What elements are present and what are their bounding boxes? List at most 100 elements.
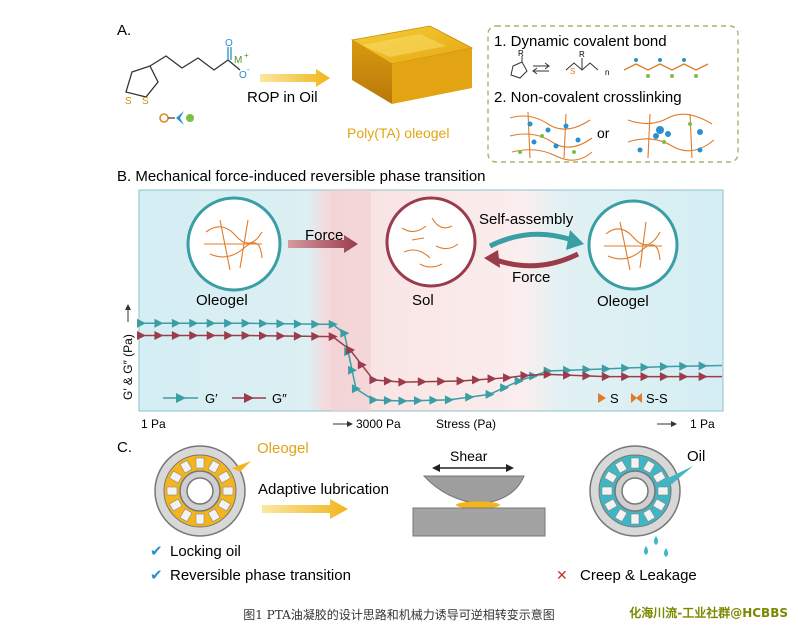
series-1-marker xyxy=(659,362,669,372)
dynamic-bond-sketch-icon xyxy=(510,56,599,79)
cross-icon: ✕ xyxy=(556,567,568,583)
sulfur-atom-1: S xyxy=(125,96,132,107)
mechanism-item-2: 2. Non-covalent crosslinking xyxy=(494,89,682,106)
series-1-marker xyxy=(189,318,199,328)
x-axis-label: Stress (Pa) xyxy=(436,417,496,431)
oleogel-right-circle xyxy=(587,199,679,291)
series-1-marker xyxy=(514,376,524,386)
legend-g2: G″ xyxy=(272,391,287,406)
legend-g1: G′ xyxy=(205,391,218,406)
legend-s: S xyxy=(610,391,619,406)
series-2-marker xyxy=(456,376,466,386)
state-mid-label: Sol xyxy=(412,292,434,309)
series-1-marker xyxy=(398,396,408,406)
bearing-roller xyxy=(169,498,183,512)
r-group-2: R xyxy=(579,50,585,59)
force-top-label: Force xyxy=(305,227,343,244)
series-1-marker xyxy=(640,362,650,372)
series-1-marker xyxy=(383,395,393,405)
rop-arrow-icon xyxy=(260,69,330,87)
shear-ball-icon xyxy=(422,475,525,505)
legend-ss: S-S xyxy=(646,391,668,406)
rheology-plot xyxy=(137,318,723,406)
stress-zone xyxy=(331,190,371,411)
state-right-label: Oleogel xyxy=(597,293,649,310)
panel-a-label: A. xyxy=(117,22,131,39)
self-assembly-label: Self-assembly xyxy=(479,211,574,228)
series-1-marker xyxy=(348,365,358,375)
series-2-marker xyxy=(417,377,427,387)
gel-film-icon xyxy=(456,501,500,509)
bearing-roller xyxy=(195,457,205,469)
series-1-marker xyxy=(351,384,361,394)
series-1-marker xyxy=(698,361,708,371)
shear-label: Shear xyxy=(450,448,488,464)
bearing-roller xyxy=(604,498,618,512)
series-2-marker xyxy=(398,377,408,387)
series-2-marker xyxy=(659,372,669,382)
series-2-marker xyxy=(171,331,181,341)
series-2-marker xyxy=(293,331,303,341)
bearing-roller xyxy=(630,457,640,469)
figure-caption: 图1 PTA油凝胶的设计思路和机械力诱导可逆相转变示意图 xyxy=(243,608,555,622)
bearing-roller xyxy=(179,508,193,522)
bearing-roller xyxy=(222,486,234,496)
thioctate-molecule xyxy=(125,47,241,98)
series-2-marker xyxy=(259,331,269,341)
series-2-marker xyxy=(241,331,251,341)
crosslink-network-2-icon xyxy=(627,113,715,159)
series-2-marker xyxy=(640,372,650,382)
shear-arrowhead-left-icon xyxy=(432,464,440,472)
bearing-roller xyxy=(601,486,613,496)
series-2-marker xyxy=(383,376,393,386)
series-2-marker xyxy=(137,331,146,341)
bearing-roller xyxy=(207,508,221,522)
cation-charge: + xyxy=(244,51,249,60)
force-return-arrow-icon xyxy=(495,251,580,269)
bearing-roller xyxy=(642,508,656,522)
series-1-marker xyxy=(259,319,269,329)
metal-cation: M xyxy=(234,55,242,66)
bearing-roller xyxy=(207,460,221,474)
self-assembly-arrowhead-icon xyxy=(566,230,584,250)
series-2-marker xyxy=(357,360,367,370)
oleogel-block-icon xyxy=(350,25,474,104)
bearing-roller xyxy=(166,486,178,496)
x-arrowhead-1-icon xyxy=(347,421,353,427)
series-1-marker xyxy=(369,395,379,405)
oleogel-pointer-icon xyxy=(232,461,251,472)
polymer-chain-icon xyxy=(623,58,709,78)
series-2-marker xyxy=(503,373,513,383)
force-bottom-label: Force xyxy=(512,269,550,286)
series-2-marker xyxy=(224,331,234,341)
rop-label: ROP in Oil xyxy=(247,89,318,106)
oleogel-bearing-icon xyxy=(154,445,246,537)
series-2-marker xyxy=(154,331,164,341)
crosslink-network-1-icon xyxy=(509,111,593,161)
bearing-roller xyxy=(657,486,669,496)
series-2-marker xyxy=(563,370,573,380)
x-tick-2: 3000 Pa xyxy=(356,417,401,431)
force-return-arrowhead-icon xyxy=(484,250,500,268)
oil-label: Oil xyxy=(687,448,705,465)
y-axis-arrowhead-icon xyxy=(125,304,131,310)
oxygen-atom: O xyxy=(225,38,233,49)
series-1-marker xyxy=(328,319,338,329)
series-1-marker xyxy=(241,318,251,328)
crosslink-nodes-2-icon xyxy=(637,122,703,153)
series-1-marker xyxy=(137,318,146,328)
series-1-marker xyxy=(485,389,495,399)
crosslink-nodes-1-icon xyxy=(518,121,581,154)
oil-pointer-icon xyxy=(664,466,693,484)
mechanism-box xyxy=(487,25,739,163)
oleogel-label: Poly(TA) oleogel xyxy=(347,125,449,141)
carboxylate-oxygen: O xyxy=(239,70,247,81)
state-left-label: Oleogel xyxy=(196,292,248,309)
legend: G′ G″ S S-S xyxy=(163,391,668,406)
series-1-marker xyxy=(413,396,423,406)
series-2-marker xyxy=(472,375,482,385)
check-item-1: Locking oil xyxy=(170,543,241,560)
series-2-marker xyxy=(487,374,497,384)
or-label: or xyxy=(597,125,610,141)
series-2-marker xyxy=(276,331,286,341)
